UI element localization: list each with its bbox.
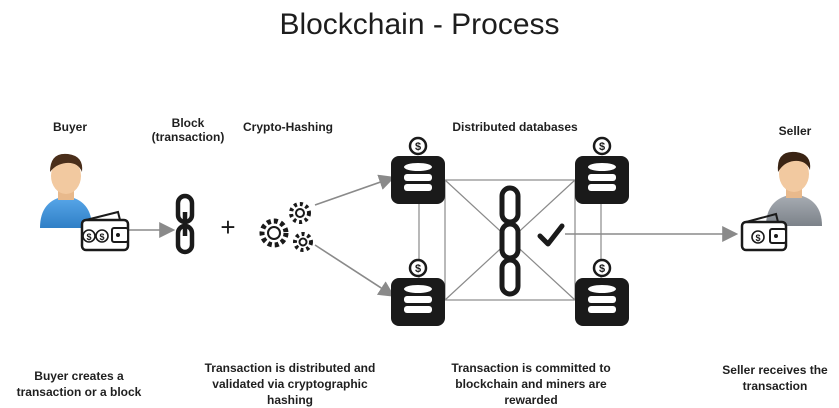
gears-icon: [259, 202, 313, 252]
plus-sign: +: [220, 212, 235, 242]
dollar-sign: $: [99, 232, 104, 242]
flow-arrows: [128, 174, 739, 297]
database-icon-top-left: [391, 136, 445, 204]
distributed-databases-label: Distributed databases: [452, 120, 578, 134]
database-icon-top-right: [575, 136, 629, 204]
dollar-sign: $: [599, 263, 605, 275]
seller-wallet-icon: [740, 212, 788, 252]
buyer-label: Buyer: [52, 120, 87, 134]
central-chain-icon: [499, 185, 521, 297]
caption-seller-step: Seller receives the transaction: [722, 363, 828, 393]
checkmark-icon: [537, 223, 565, 247]
dollar-sign: $: [755, 233, 760, 243]
dollar-sign: $: [599, 141, 605, 153]
caption-buyer-step: Buyer creates a transaction or a block: [16, 369, 142, 399]
dollar-sign: $: [415, 141, 421, 153]
block-label: Block (transaction): [151, 116, 225, 144]
database-icon-bottom-right: [575, 258, 629, 326]
caption-validation-step: Transaction is distributed and validated…: [204, 361, 376, 407]
dollar-sign: $: [415, 263, 421, 275]
diagram-title: Blockchain - Process: [279, 8, 560, 41]
dollar-sign: $: [86, 232, 91, 242]
block-chain-link-icon: [175, 193, 195, 255]
buyer-person-icon: [40, 153, 92, 228]
buyer-wallet-icon: [80, 210, 130, 252]
seller-label: Seller: [778, 124, 812, 138]
crypto-hashing-label: Crypto-Hashing: [243, 120, 333, 134]
seller-person-icon: [766, 151, 822, 226]
caption-commit-step: Transaction is committed to blockchain a…: [451, 361, 611, 407]
database-icon-bottom-left: [391, 258, 445, 326]
